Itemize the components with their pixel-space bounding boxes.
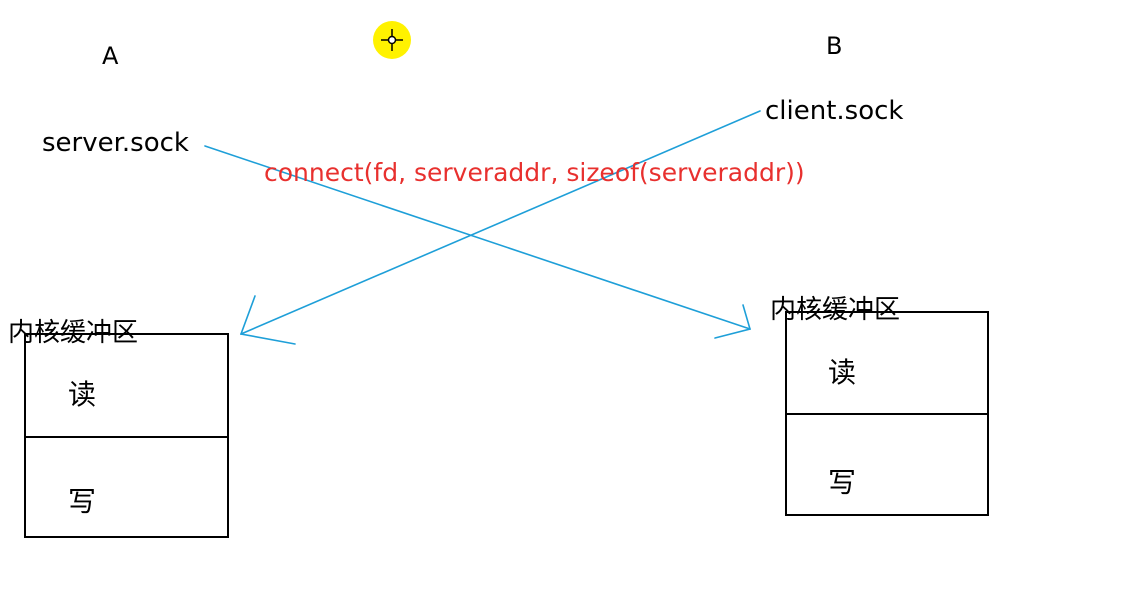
left-kernel-buffer: 读 写 (24, 333, 229, 538)
left-buffer-title: 内核缓冲区 (8, 318, 139, 348)
server-sock-label: server.sock (42, 128, 189, 158)
left-buffer-write-cell: 写 (26, 438, 227, 536)
right-buffer-read-cell: 读 (787, 313, 987, 415)
arrowhead-right-buffer (714, 304, 751, 339)
arrowhead-left-buffer (239, 295, 296, 345)
client-sock-label: client.sock (765, 96, 904, 126)
node-a-label: A (102, 42, 119, 70)
right-buffer-write-cell: 写 (787, 415, 987, 514)
left-buffer-write-label: 写 (68, 485, 97, 518)
arrow-server-to-right-buffer (204, 145, 751, 330)
arrow-client-to-left-buffer (240, 110, 761, 335)
left-buffer-read-cell: 读 (26, 335, 227, 438)
connect-call-label: connect(fd, serveraddr, sizeof(serveradd… (264, 158, 805, 187)
right-buffer-write-label: 写 (828, 466, 857, 499)
left-buffer-read-label: 读 (68, 378, 97, 411)
crosshair-cursor-icon (373, 21, 411, 59)
right-buffer-title: 内核缓冲区 (770, 295, 901, 325)
right-kernel-buffer: 读 写 (785, 311, 989, 516)
right-buffer-read-label: 读 (828, 356, 857, 389)
node-b-label: B (826, 32, 843, 60)
